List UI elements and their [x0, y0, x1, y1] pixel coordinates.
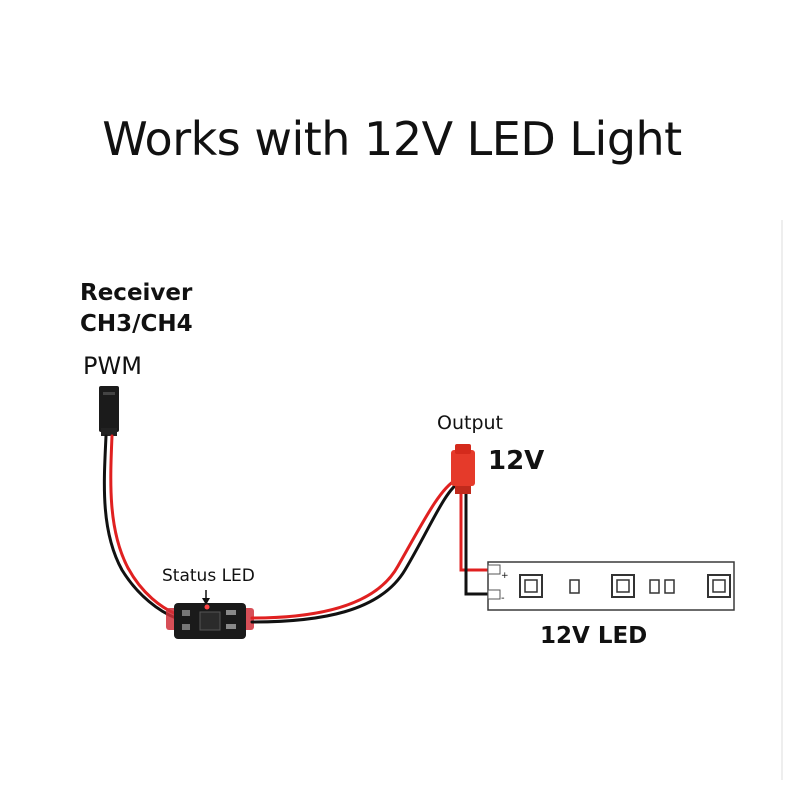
- receiver-label: Receiver: [80, 280, 193, 306]
- strip-plus-label: +: [501, 571, 509, 581]
- output-voltage-label: 12V: [488, 446, 545, 476]
- strip-wires: [459, 494, 492, 596]
- status-led-icon: [204, 604, 210, 610]
- output-label: Output: [437, 412, 503, 434]
- led-strip: + -: [487, 561, 735, 611]
- strip-minus-label: -: [501, 593, 505, 604]
- status-led-label: Status LED: [162, 566, 255, 586]
- output-wires: [250, 478, 462, 624]
- channel-label: CH3/CH4: [80, 311, 193, 337]
- jst-connector: [451, 444, 475, 494]
- led-strip-label: 12V LED: [540, 623, 648, 649]
- pwm-label: PWM: [83, 352, 142, 380]
- status-led-pointer: [202, 590, 210, 605]
- servo-connector: [99, 386, 119, 436]
- controller-module: [166, 603, 254, 639]
- input-wires: [102, 434, 178, 620]
- diagram-title: Works with 12V LED Light: [102, 112, 682, 166]
